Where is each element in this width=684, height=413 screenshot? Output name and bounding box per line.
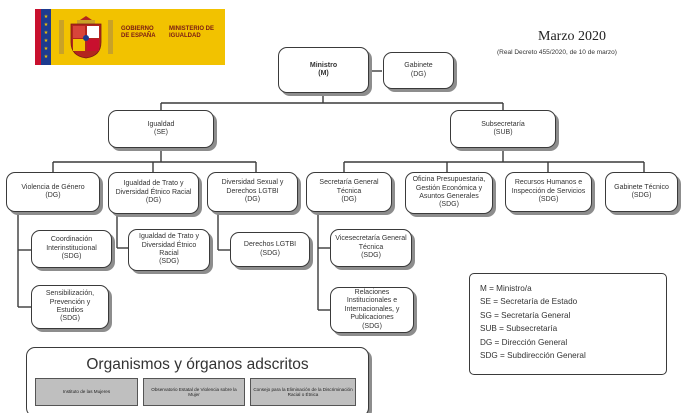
node-relaciones: Relaciones Institucionales e Internacion… <box>330 287 414 333</box>
node-recursos-title: Recursos Humanos e Inspección de Servici… <box>511 179 586 195</box>
eu-stars-icon: ★★★★★★ <box>43 14 49 60</box>
node-coordinacion: Coordinación Interinstitucional (SDG) <box>31 230 112 268</box>
node-gabinete-title: Gabinete <box>404 62 433 70</box>
node-gabinete-code: (DG) <box>410 70 427 78</box>
node-vicesecretaria: Vicesecretaría General Técnica (SDG) <box>330 229 412 267</box>
node-sensibilizacion-code: (SDG) <box>60 315 80 323</box>
government-label: GOBIERNO DE ESPAÑA <box>121 26 156 40</box>
legend-item: M = Ministro/a <box>480 284 532 293</box>
node-recursos-humanos: Recursos Humanos e Inspección de Servici… <box>505 172 592 212</box>
node-vicesecretaria-title: Vicesecretaría General Técnica <box>335 235 407 251</box>
node-relaciones-code: (SDG) <box>362 322 382 330</box>
node-igualdad-trato-sdg-title: Igualdad de Trato y Diversidad Étnico Ra… <box>139 233 199 257</box>
node-gabinete-tecnico: Gabinete Técnico (SDG) <box>605 172 678 212</box>
node-vicesecretaria-code: (SDG) <box>361 252 381 260</box>
node-igualdad: Igualdad (SE) <box>108 110 214 148</box>
node-igualdad-trato-sdg: Igualdad de Trato y Diversidad Étnico Ra… <box>128 229 210 271</box>
node-derechos-lgtbi: Derechos LGTBI (SDG) <box>230 232 310 267</box>
node-igualdad-trato-sdg-code: (SDG) <box>159 258 179 266</box>
node-subsecretaria-code: (SUB) <box>493 129 513 136</box>
node-ministro-title: Ministro <box>309 61 338 69</box>
node-subsecretaria: Subsecretaría (SUB) <box>450 110 556 148</box>
government-logo: ★★★★★★ GOBIERNO DE ESPAÑA MINISTERIO DE … <box>35 9 225 65</box>
node-oficina-presupuestaria: Oficina Presupuestaria, Gestión Económic… <box>405 172 493 214</box>
node-sensibilizacion-title: Sensibilización, Prevención y Estudios <box>45 290 95 314</box>
node-secretaria-code: (DG) <box>341 196 357 204</box>
node-gabinete-tecnico-code: (SDG) <box>631 192 652 199</box>
node-derechos-code: (SDG) <box>260 249 280 257</box>
legend-item: DG = Dirección General <box>480 337 568 347</box>
node-diversidad-sexual: Diversidad Sexual y Derechos LGTBI (DG) <box>207 172 298 212</box>
node-secretaria-title: Secretaría General Técnica <box>319 179 379 195</box>
organismo-item: Instituto de las Mujeres <box>35 378 138 406</box>
node-violencia-de-genero: Violencia de Género (DG) <box>6 172 100 212</box>
node-oficina-title: Oficina Presupuestaria, Gestión Económic… <box>412 176 486 200</box>
eu-flag-stripe <box>41 9 51 65</box>
coat-of-arms-icon <box>59 16 113 59</box>
node-ministro-code: (M) <box>318 70 329 77</box>
node-violencia-code: (DG) <box>45 192 61 199</box>
abbreviation-legend: M = Ministro/a SE = Secretaría de Estado… <box>469 273 667 375</box>
node-recursos-code: (SDG) <box>538 196 559 204</box>
node-igualdad-code: (SE) <box>154 129 168 136</box>
node-subsecretaria-title: Subsecretaría <box>481 120 525 128</box>
legend-item: SUB = Subsecretaría <box>480 324 558 334</box>
legend-item: SE = Secretaría de Estado <box>480 297 578 307</box>
node-igualdad-trato-code: (DG) <box>145 197 162 205</box>
organismo-item: Observatorio Estatal de Violencia sobre … <box>143 378 245 406</box>
node-diversidad-code: (DG) <box>244 196 261 204</box>
node-sensibilizacion: Sensibilización, Prevención y Estudios (… <box>31 285 109 329</box>
node-relaciones-title: Relaciones Institucionales e Internacion… <box>344 289 400 322</box>
node-gabinete: Gabinete (DG) <box>383 52 454 89</box>
node-gabinete-tecnico-title: Gabinete Técnico <box>614 183 669 191</box>
node-ministro: Ministro (M) <box>278 47 369 93</box>
chart-date-title: Marzo 2020 <box>538 29 607 44</box>
node-igualdad-title: Igualdad <box>147 120 175 128</box>
node-igualdad-trato-title: Igualdad de Trato y Diversidad Étnico Ra… <box>115 180 192 196</box>
node-secretaria-general-tecnica: Secretaría General Técnica (DG) <box>306 172 392 212</box>
legend-item: SG = Secretaría General <box>480 310 571 320</box>
legend-item: SDG = Subdirección General <box>480 351 586 361</box>
node-violencia-title: Violencia de Género <box>21 183 85 191</box>
decree-subtitle: (Real Decreto 455/2020, de 10 de marzo) <box>497 49 617 56</box>
node-oficina-code: (SDG) <box>439 201 459 209</box>
flag-red-stripe <box>35 9 41 65</box>
organismo-item: Consejo para la Eliminación de la Discri… <box>250 378 356 406</box>
node-coordinacion-code: (SDG) <box>61 253 82 261</box>
node-igualdad-trato: Igualdad de Trato y Diversidad Étnico Ra… <box>108 172 199 214</box>
node-coordinacion-title: Coordinación Interinstitucional <box>46 236 97 252</box>
node-diversidad-title: Diversidad Sexual y Derechos LGTBI <box>221 179 284 195</box>
organismos-title: Organismos y órganos adscritos <box>86 356 309 373</box>
node-derechos-title: Derechos LGTBI <box>243 241 297 249</box>
ministry-label: MINISTERIO DE IGUALDAD <box>169 26 215 40</box>
